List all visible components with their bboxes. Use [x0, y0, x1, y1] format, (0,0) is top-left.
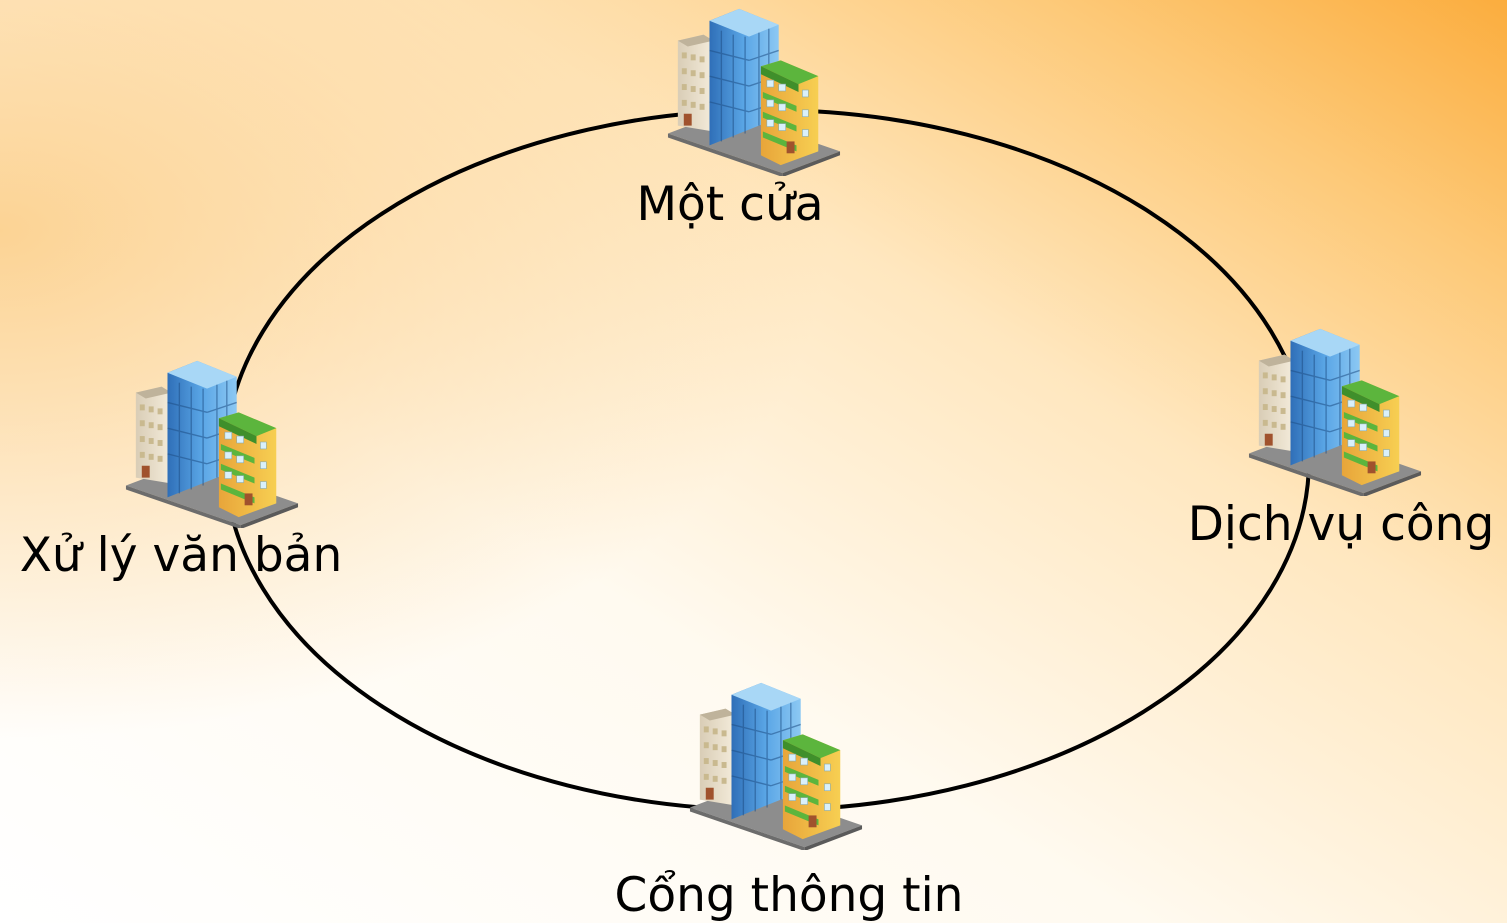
node-label-cong-thong-tin: Cổng thông tin — [615, 868, 964, 923]
node-label-dich-vu-cong: Dịch vụ công — [1188, 497, 1495, 552]
office-buildings-icon — [689, 682, 863, 850]
node-xu-ly-van-ban[interactable]: Xử lý văn bản — [20, 360, 343, 583]
office-buildings-icon — [1248, 328, 1422, 496]
node-label-xu-ly-van-ban: Xử lý văn bản — [20, 528, 343, 583]
node-cong-thong-tin[interactable]: Cổng thông tin — [615, 682, 964, 923]
office-buildings-icon — [667, 8, 841, 176]
node-dich-vu-cong[interactable]: Dịch vụ công — [1188, 328, 1495, 552]
office-buildings-icon — [125, 360, 299, 528]
node-label-mot-cua: Một cửa — [636, 177, 823, 232]
node-mot-cua[interactable]: Một cửa — [636, 8, 841, 232]
